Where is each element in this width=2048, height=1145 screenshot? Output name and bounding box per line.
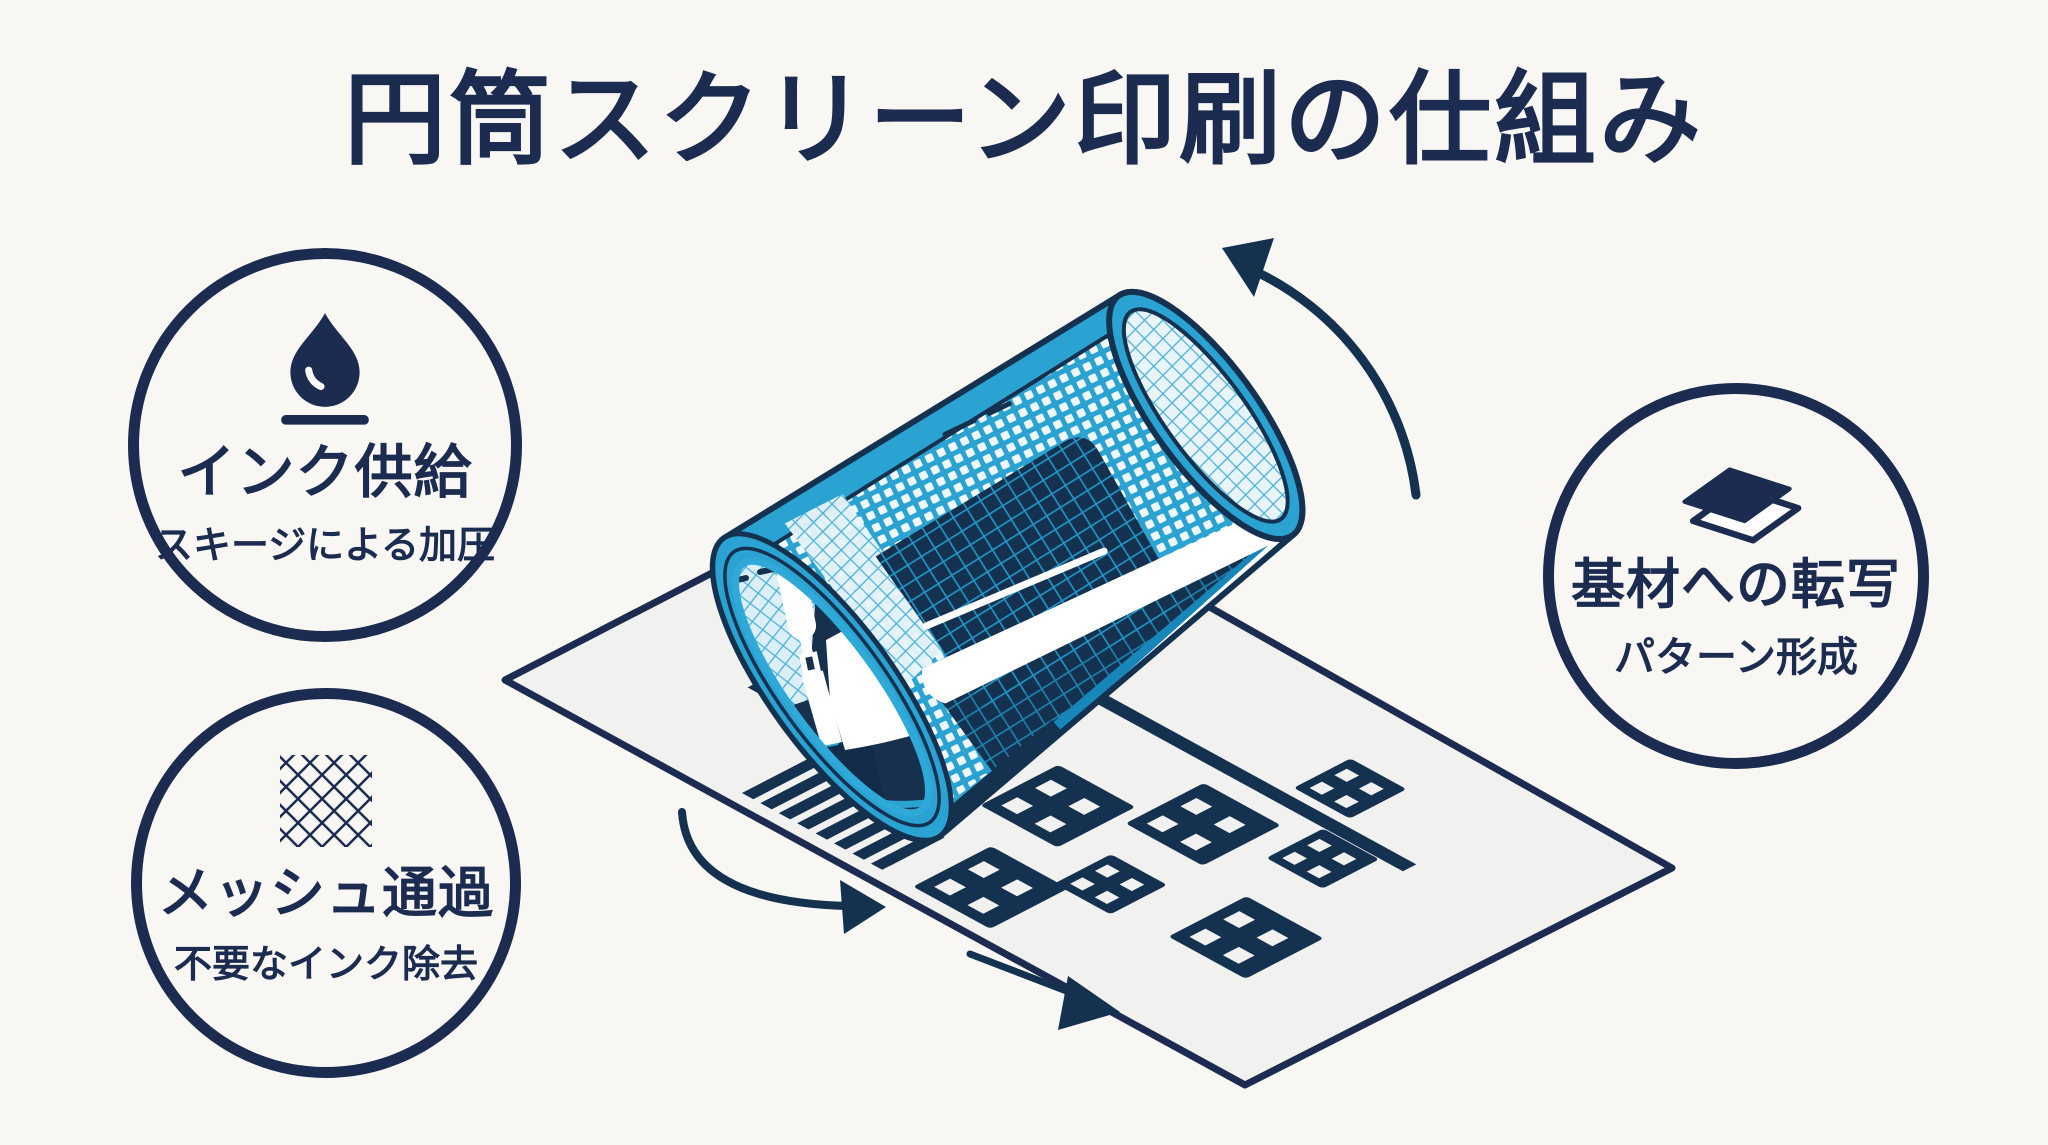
step-subtitle: パターン形成 [1614,634,1858,681]
stencil-patch [875,437,1178,713]
mesh-see-through-band [784,493,948,686]
substrate-direction-arrow-icon [966,950,1120,1030]
step-mesh-pass: メッシュ通過 不要なインク除去 [131,688,521,1078]
ring-inner-lip [732,557,932,817]
page-title: 円筒スクリーン印刷の仕組み [344,63,1704,177]
step-substrate-transfer: 基材への転写 パターン形成 [1543,383,1929,769]
substrate-layers-icon [1682,467,1802,544]
ink-stripe [922,502,1300,704]
step-subtitle: 不要なインク除去 [173,943,478,986]
step-ink-supply: インク供給 スキージによる加圧 [128,248,522,642]
step-title: メッシュ通過 [157,862,494,924]
feed-direction-arrow-icon [678,808,886,934]
step-subtitle: スキージによる加圧 [154,525,496,568]
mesh-icon [280,755,372,847]
cylinder-far-cap [1106,288,1306,543]
ink-drop-icon [281,313,369,425]
rotation-arrow-icon [1222,238,1421,500]
step-title: 基材への転写 [1571,554,1901,615]
step-title: インク供給 [177,440,473,506]
